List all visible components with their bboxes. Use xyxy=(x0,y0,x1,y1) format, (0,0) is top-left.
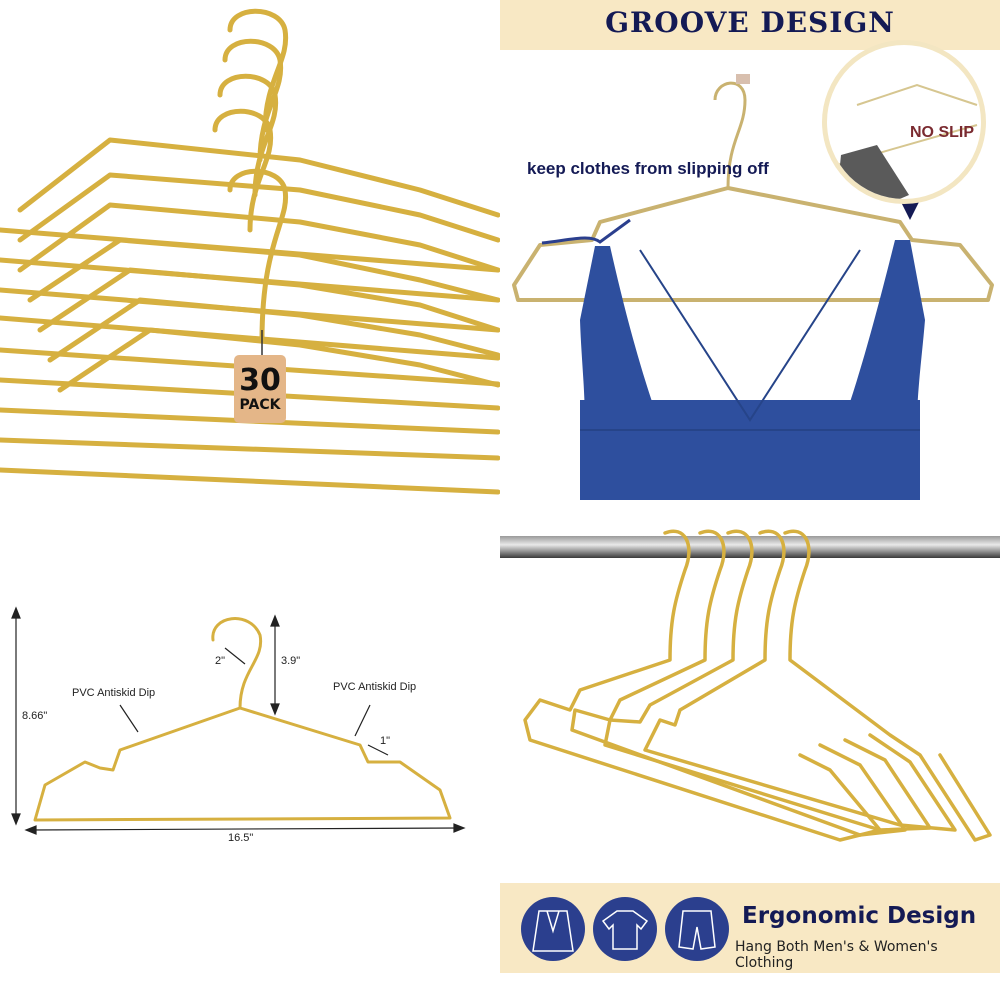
pvc-label-left: PVC Antiskid Dip xyxy=(72,687,156,699)
dimension-diagram xyxy=(11,606,466,835)
height-dimension: 8.66" xyxy=(22,710,48,722)
pack-unit: PACK xyxy=(239,397,281,413)
hangers-on-rail-illustration xyxy=(500,529,1000,842)
width-dimension: 16.5" xyxy=(228,832,254,844)
ergonomic-design-subtitle: Hang Both Men's & Women's Clothing xyxy=(735,939,938,971)
hook-height-dimension: 3.9" xyxy=(281,655,301,667)
hook-width-dimension: 2" xyxy=(215,655,226,667)
notch-dimension: 1" xyxy=(380,735,391,747)
suit-jacket-icon xyxy=(521,897,585,961)
ergonomic-design-title: Ergonomic Design xyxy=(742,903,977,929)
no-slip-label: NO SLIP xyxy=(910,124,975,141)
camisole-on-hanger-illustration xyxy=(512,74,994,500)
pack-count-tag: 30 PACK xyxy=(234,355,286,423)
slip-caption: keep clothes from slipping off xyxy=(527,159,769,178)
panel-stacked-hangers: 30 PACK xyxy=(0,0,500,500)
stacked-hangers-illustration xyxy=(0,8,500,495)
shorts-icon xyxy=(665,897,729,961)
no-slip-inset xyxy=(822,40,986,204)
t-shirt-icon xyxy=(593,897,657,961)
groove-design-title: GROOVE DESIGN xyxy=(605,6,895,39)
panel-dimensions: 8.66" 2" 3.9" 1" 16.5" PVC Antiskid Dip … xyxy=(0,500,500,1000)
pvc-label-right: PVC Antiskid Dip xyxy=(333,681,417,693)
pack-count: 30 xyxy=(239,363,281,398)
no-slip-fabric-illustration xyxy=(836,83,978,199)
